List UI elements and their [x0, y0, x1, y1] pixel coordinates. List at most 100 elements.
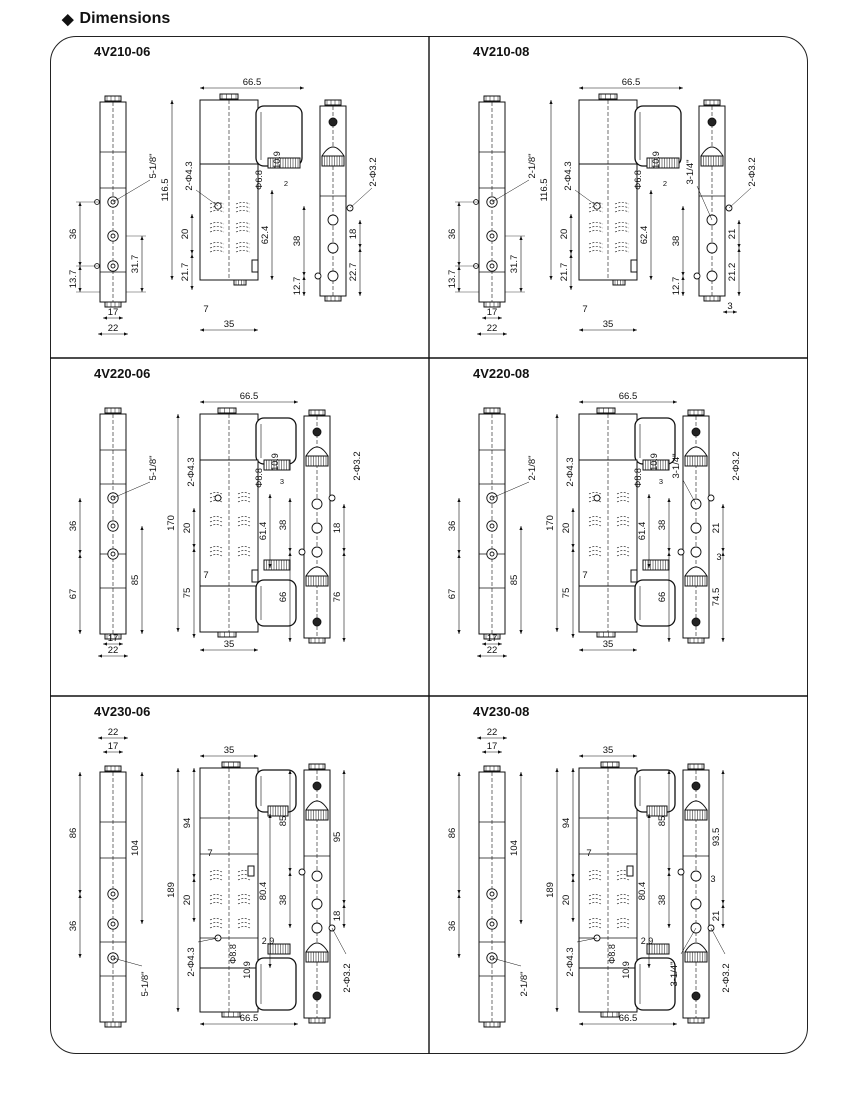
channel-arc — [237, 496, 251, 499]
arrow-head — [477, 654, 481, 658]
top-port — [707, 117, 717, 127]
arrow-head — [78, 894, 82, 898]
arrow-head — [503, 332, 507, 336]
dim-side-base-label: 35 — [603, 639, 614, 650]
dim-side-base: 35 — [579, 639, 637, 652]
dim-rear-center-label: 38 — [278, 895, 289, 906]
dim-front-right: 31.7 — [130, 236, 144, 292]
dim-side-base: 35 — [200, 639, 258, 652]
dim-front-low: 86 — [447, 772, 461, 894]
leader-line — [112, 957, 143, 967]
dashed-channel — [209, 222, 225, 233]
dim-front-mid: 36 — [68, 498, 82, 554]
arrow-head — [457, 890, 461, 894]
dim-side-lower-label: 94 — [182, 818, 193, 829]
channel-arc — [616, 902, 630, 905]
channel-arc — [616, 546, 630, 549]
coil-housing-lower — [255, 579, 297, 627]
port-circle — [311, 870, 323, 882]
channel-arc — [588, 210, 604, 213]
channel-arc — [209, 242, 225, 245]
arrow-head — [192, 548, 196, 552]
arrow-head — [549, 276, 553, 280]
dim-side-top-label: 66.5 — [243, 77, 262, 88]
dim-rear-center: 38 — [657, 498, 671, 552]
arrow-head — [268, 814, 272, 818]
dim-rear-mid-label: 18 — [348, 229, 359, 240]
arrow-head — [457, 266, 461, 270]
dim-side-height-label: 116.5 — [160, 178, 171, 201]
left-offset-label: 7 — [203, 304, 208, 315]
channel-arc — [237, 878, 251, 881]
end-cap-bottom — [233, 279, 247, 286]
channel-arc — [588, 246, 604, 249]
dim-rear-center-label: 38 — [657, 520, 668, 531]
dim-front-right-label: 31.7 — [509, 255, 520, 274]
dim-side-base-label: 35 — [603, 319, 614, 330]
dashed-channel — [588, 870, 602, 881]
dim-front-low: 13.7 — [447, 266, 461, 292]
dim-front-base-label: 17 — [108, 307, 119, 318]
arrow-head — [457, 772, 461, 776]
arrow-head — [200, 86, 204, 90]
arrow-head — [679, 86, 683, 90]
dim-front-mid-label: 36 — [447, 521, 458, 532]
arrow-head — [254, 328, 258, 332]
knob-body — [700, 155, 724, 167]
port-inner — [489, 891, 495, 897]
dim-front-total-label: 22 — [108, 727, 119, 738]
dim-front-mid-label: 36 — [68, 229, 79, 240]
arrow-head — [721, 900, 725, 904]
channel-arc — [237, 550, 251, 553]
mount-spec-label: 2-Φ4.3 — [184, 161, 195, 190]
dim-side-base: 35 — [200, 319, 258, 332]
port-circle — [311, 498, 323, 510]
end-cap-bottom — [596, 631, 616, 638]
arrow-head — [288, 770, 292, 774]
arrow-head — [519, 236, 523, 240]
arrow-head — [647, 494, 651, 498]
channel-arc — [237, 902, 251, 905]
dim-rear-mid: 18 — [332, 504, 346, 552]
arrow-head — [98, 736, 102, 740]
dim-front-base-label: 17 — [108, 633, 119, 644]
end-cap-bottom — [600, 1011, 620, 1018]
arrow-head — [103, 642, 107, 646]
dashed-channel — [237, 516, 251, 527]
dim-side-lower: 21.7 — [559, 254, 573, 290]
arrow-head — [571, 918, 575, 922]
knob-body — [642, 459, 670, 471]
dim-rear-bottom-label: 12.7 — [292, 277, 303, 296]
dim-side-base: 66.5 — [579, 1013, 677, 1026]
arrow-head — [288, 498, 292, 502]
arrow-head — [170, 276, 174, 280]
arrow-head — [190, 214, 194, 218]
dim-front-low: 67 — [68, 554, 82, 634]
manual-knob-lower — [642, 559, 670, 571]
dim-side-bolt: 80.4 — [637, 814, 651, 968]
dim-rear-bottom-label: 85 — [278, 816, 289, 827]
channel-arc — [588, 516, 602, 519]
arrow-head — [647, 564, 651, 568]
manual-knob — [642, 459, 670, 471]
dim-rear-mid-label: 21 — [711, 911, 722, 922]
dim-side-bolt-label: 61.4 — [637, 522, 648, 541]
port-inner — [110, 523, 116, 529]
dim-rear-center: 38 — [278, 872, 292, 928]
knob-body — [642, 559, 670, 571]
dashed-channel — [588, 546, 602, 557]
arrow-head — [737, 292, 741, 296]
port-spec-label: 5-1/8" — [148, 153, 159, 178]
coil-width-label: 10.9 — [272, 151, 282, 169]
left-offset-label: 7 — [582, 570, 587, 581]
dim-side-upper: 20 — [561, 508, 575, 548]
dim-side-top-label: 35 — [224, 745, 235, 756]
dim-side-height-label: 170 — [545, 515, 556, 531]
end-cap-bottom — [324, 295, 342, 302]
arrow-head — [192, 544, 196, 548]
